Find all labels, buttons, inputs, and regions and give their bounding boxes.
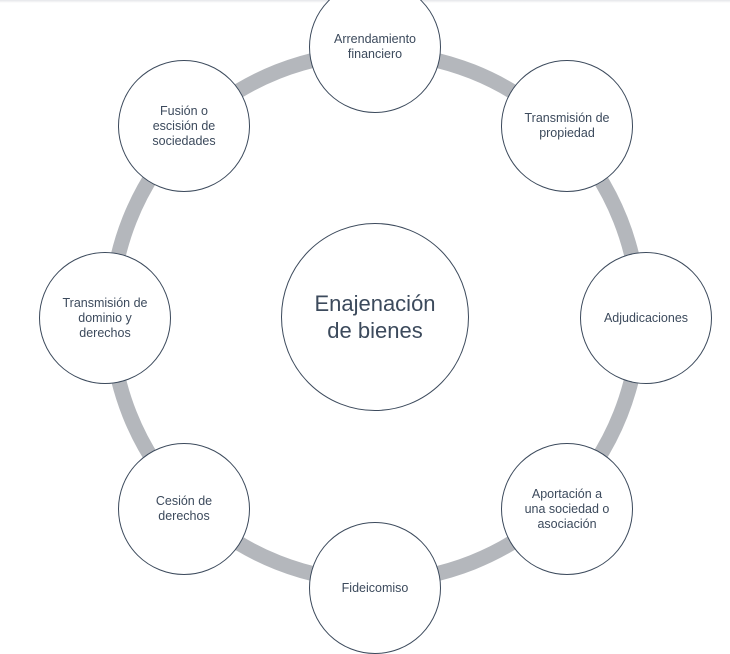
node-label: Fusión o escisión de sociedades — [152, 103, 216, 148]
node-label: Fideicomiso — [341, 580, 409, 595]
node-label: Adjudicaciones — [603, 310, 689, 325]
node-label: Transmisión de propiedad — [524, 111, 610, 140]
node-cesion-de-derechos: Cesión de derechos — [118, 443, 250, 575]
node-arrendamiento-financiero: Arrendamiento financiero — [309, 0, 441, 113]
node-transmision-de-dominio: Transmisión de dominio y derechos — [39, 252, 171, 384]
node-adjudicaciones: Adjudicaciones — [580, 252, 712, 384]
node-aportacion-sociedad: Aportación a una sociedad o asociación — [501, 443, 633, 575]
node-label: Cesión de derechos — [155, 494, 213, 523]
node-label: Transmisión de dominio y derechos — [62, 295, 148, 340]
center-node-enajenacion: Enajenación de bienes — [281, 223, 469, 411]
node-transmision-de-propiedad: Transmisión de propiedad — [501, 60, 633, 192]
node-label: Arrendamiento financiero — [334, 32, 416, 61]
center-node-label: Enajenación de bienes — [314, 291, 436, 343]
node-fideicomiso: Fideicomiso — [309, 522, 441, 654]
node-fusion-escision: Fusión o escisión de sociedades — [118, 60, 250, 192]
node-label: Aportación a una sociedad o asociación — [524, 486, 610, 531]
